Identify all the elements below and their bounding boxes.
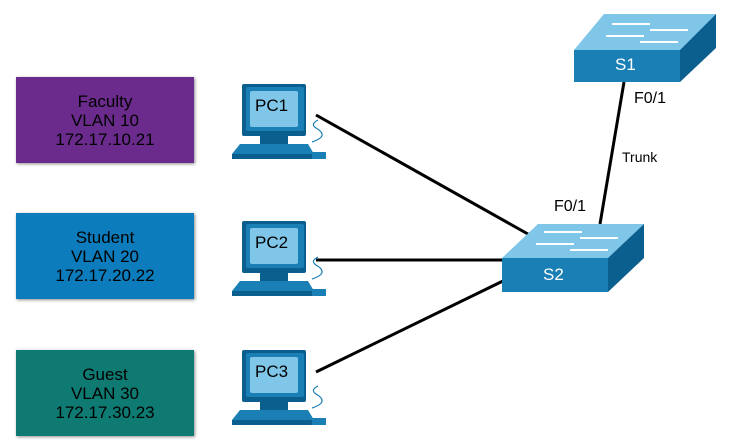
pc3-label: PC3	[255, 362, 289, 381]
pc2-label: PC2	[255, 233, 289, 252]
trunk-label: Trunk	[622, 149, 658, 165]
switch-s2-label: S2	[543, 265, 564, 284]
s1-port-label: F0/1	[634, 90, 667, 107]
link-pc3-s2	[315, 278, 506, 374]
vlan-ip: 172.17.30.23	[55, 402, 155, 422]
link-trunk-s1-s2	[598, 81, 626, 225]
vlan-name: Faculty	[77, 91, 133, 111]
vlan-id: VLAN 20	[70, 246, 140, 266]
vlan-id: VLAN 30	[70, 383, 140, 403]
pc1-label: PC1	[255, 96, 289, 115]
vlan-name: Guest	[82, 364, 128, 384]
vlan-ip: 172.17.10.21	[55, 129, 155, 149]
vlan-id: VLAN 10	[70, 110, 140, 130]
vlan-name: Student	[75, 227, 135, 247]
link-pc1-s2	[315, 113, 536, 240]
vlan-box-faculty: Faculty VLAN 10 172.17.10.21	[16, 77, 194, 163]
vlan-box-student: Student VLAN 20 172.17.20.22	[16, 213, 194, 299]
vlan-box-guest: Guest VLAN 30 172.17.30.23	[16, 350, 194, 436]
s2-port-label: F0/1	[554, 198, 587, 215]
vlan-ip: 172.17.20.22	[55, 265, 155, 285]
switch-s1-label: S1	[615, 55, 636, 74]
